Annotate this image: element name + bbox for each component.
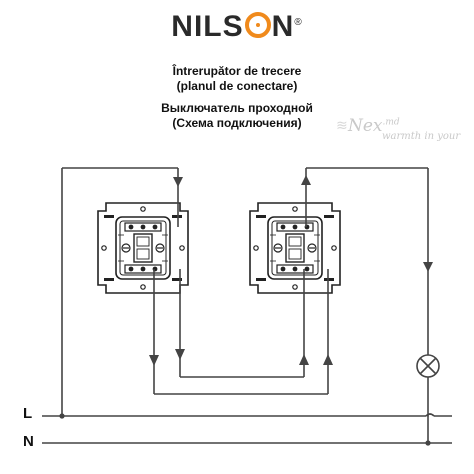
watermark-tagline: warmth in your: [382, 131, 461, 142]
arrow-up-icon: [301, 175, 311, 185]
arrow-up-icon: [323, 354, 333, 365]
arrow-up-icon: [299, 354, 309, 365]
lamp-icon: [416, 354, 440, 378]
switch-2: [249, 202, 341, 294]
heat-waves-icon: ≋: [336, 118, 348, 134]
label-L: L: [23, 405, 33, 422]
logo-o-icon: [244, 12, 271, 38]
line-L: [42, 413, 452, 417]
title-ru-line1: Выключатель проходной: [161, 101, 313, 115]
arrow-down-icon: [173, 177, 183, 187]
watermark: Nex.md: [348, 116, 400, 136]
arrow-down-icon: [175, 349, 185, 360]
junction-dot: [425, 440, 431, 446]
label-N: N: [23, 433, 34, 450]
title-ro-line2: (planul de conectare): [176, 79, 298, 93]
title-ro-line1: Întrerupător de trecere: [172, 64, 302, 78]
title-ru-line2: (Схема подключения): [172, 116, 302, 130]
switch-1: [97, 202, 189, 294]
arrow-down-icon: [149, 355, 159, 366]
traveller-wire-1: [153, 269, 329, 395]
arrow-down-icon: [423, 262, 433, 272]
